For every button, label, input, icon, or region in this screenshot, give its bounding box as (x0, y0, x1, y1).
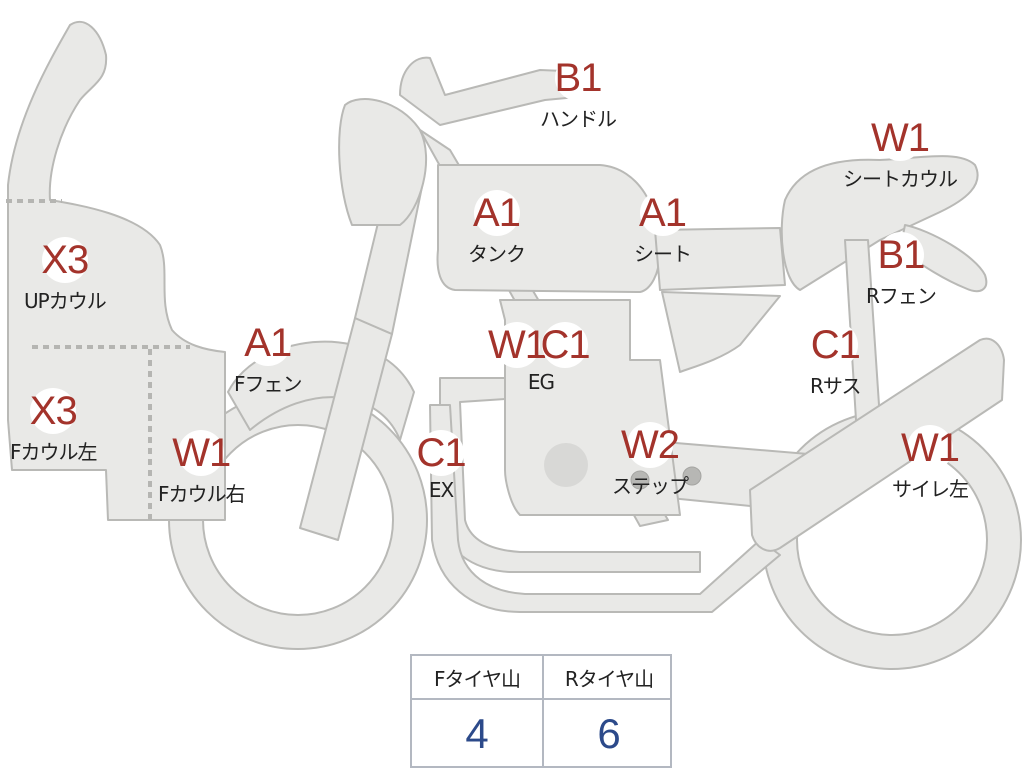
part-label: Fフェン (234, 372, 303, 396)
tag-r-fender: B1 Rフェン (866, 232, 937, 309)
tag-engine: W1 C1 EG (488, 322, 591, 394)
damage-code: W1 (488, 322, 547, 368)
damage-code: X3 (41, 237, 89, 283)
damage-code: W1 (871, 115, 930, 161)
part-label: Fカウル左 (10, 440, 98, 464)
step-peg-front (630, 470, 650, 490)
rear-tire-tread-header: Rタイヤ山 (564, 666, 654, 691)
damage-code: A1 (639, 190, 687, 236)
tag-step: W2 ステップ (612, 422, 689, 499)
tag-tank: A1 タンク (468, 190, 526, 267)
part-label: Rサス (810, 374, 861, 398)
damage-code: C1 (810, 322, 861, 368)
damage-code: A1 (473, 190, 521, 236)
tag-silencer-left: W1 サイレ左 (892, 425, 969, 502)
tag-f-cowl-left: X3 Fカウル左 (10, 388, 98, 465)
part-label: Fカウル右 (158, 482, 246, 506)
part-label: Rフェン (866, 284, 937, 308)
part-label: タンク (468, 242, 526, 266)
side-cover-shape (661, 291, 781, 373)
tag-f-cowl-right: W1 Fカウル右 (158, 430, 246, 507)
tag-ex: C1 EX (416, 430, 467, 502)
tag-handle: B1 ハンドル (540, 55, 617, 132)
part-label: ハンドル (540, 107, 617, 131)
tag-f-fender: A1 Fフェン (234, 320, 303, 397)
part-label: ステップ (612, 474, 689, 498)
front-tire-tread-header: Fタイヤ山 (434, 666, 521, 691)
damage-code: W1 (901, 425, 960, 471)
damage-code: A1 (244, 320, 292, 366)
table-divider-v (542, 656, 544, 766)
front-tire-tread-value: 4 (465, 710, 489, 757)
seat-shape (654, 227, 786, 291)
tag-seat-cowl: W1 シートカウル (843, 115, 958, 192)
part-label: EG (527, 370, 555, 394)
damage-code: B1 (554, 55, 602, 101)
damage-code: X3 (29, 388, 78, 434)
damage-code: W2 (621, 422, 680, 468)
table-divider-h (412, 698, 670, 700)
seat-cowl-shape (780, 155, 979, 291)
engine-cover (544, 443, 588, 487)
part-label: シート (634, 242, 692, 266)
part-label: UPカウル (24, 289, 107, 313)
damage-code: B1 (877, 232, 925, 278)
damage-code: C1 (416, 430, 467, 476)
tag-up-cowl: X3 UPカウル (24, 237, 107, 314)
rear-tire-tread-value: 6 (597, 710, 621, 757)
silencer-shape (749, 337, 1005, 552)
headlight-shape (338, 97, 428, 226)
tire-tread-table: Fタイヤ山 Rタイヤ山 4 6 (410, 654, 672, 768)
step-peg-rear (682, 466, 702, 486)
part-label: EX (428, 478, 454, 502)
part-label: シートカウル (843, 167, 958, 191)
tag-seat: A1 シート (634, 190, 692, 267)
part-label: サイレ左 (892, 477, 969, 501)
damage-code: C1 (540, 322, 591, 368)
damage-code: W1 (172, 430, 231, 476)
tag-r-sus: C1 Rサス (810, 322, 861, 399)
